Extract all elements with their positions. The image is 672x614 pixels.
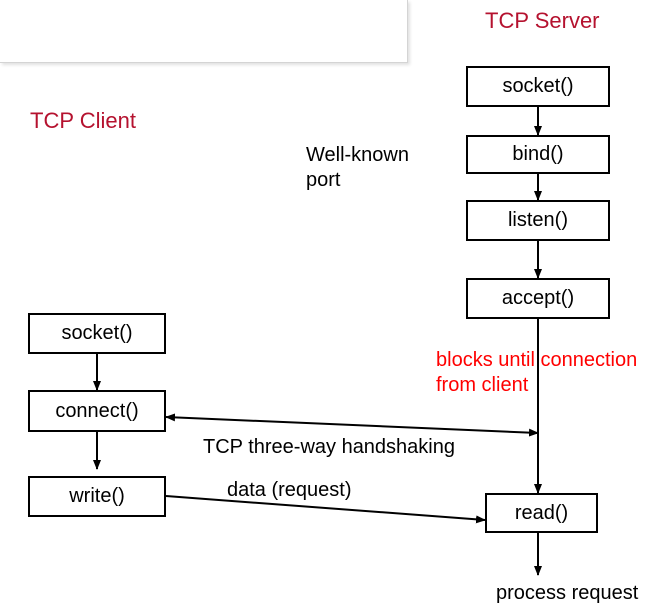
server-title: TCP Server	[485, 8, 600, 33]
client-connect-box: connect()	[28, 390, 166, 432]
process-request-label: process request	[496, 582, 639, 604]
server-socket-box: socket()	[466, 66, 610, 107]
server-bind-box: bind()	[466, 135, 610, 174]
handshake-arrow	[165, 413, 539, 437]
well-known-label-line2: port	[306, 169, 341, 191]
data-request-arrow	[165, 495, 486, 524]
client-socket-box: socket()	[28, 313, 166, 354]
client-title: TCP Client	[30, 108, 136, 133]
client-write-box: write()	[28, 476, 166, 517]
well-known-label-line1: Well-known	[306, 144, 409, 166]
handshake-label: TCP three-way handshaking	[203, 436, 455, 458]
server-read-box: read()	[485, 493, 598, 533]
data-request-label: data (request)	[227, 479, 352, 501]
blocks-note-line1: blocks until connection	[436, 349, 638, 371]
top-panel	[0, 0, 408, 63]
server-listen-box: listen()	[466, 200, 610, 241]
server-accept-box: accept()	[466, 278, 610, 319]
blocks-note-line2: from client	[436, 374, 529, 396]
